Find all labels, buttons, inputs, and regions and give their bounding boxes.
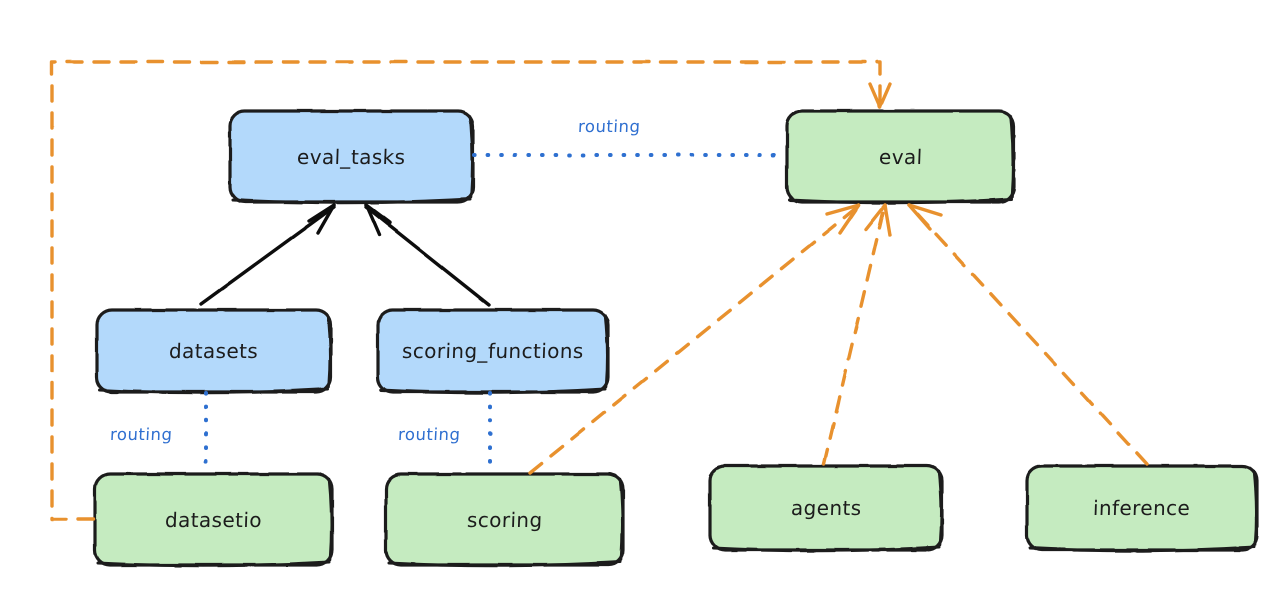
node-label: scoring_functions — [401, 339, 585, 363]
node-label: agents — [790, 496, 862, 520]
node-eval[interactable]: eval — [787, 111, 1014, 202]
edge-datasets-eval-tasks — [199, 203, 336, 306]
node-inference[interactable]: inference — [1027, 466, 1257, 550]
edge-agents-eval — [822, 203, 892, 466]
node-eval-tasks[interactable]: eval_tasks — [230, 111, 473, 202]
node-label: eval_tasks — [296, 144, 407, 169]
edge-scoring-functions-eval-tasks — [364, 203, 491, 307]
node-label: scoring — [466, 507, 543, 532]
edge-label-scoring-routing: routing — [397, 425, 461, 444]
edge-label-eval-routing: routing — [577, 117, 641, 136]
node-datasetio[interactable]: datasetio — [95, 474, 332, 565]
node-agents[interactable]: agents — [710, 466, 942, 550]
node-datasets[interactable]: datasets — [97, 310, 331, 392]
node-label: datasets — [168, 339, 260, 363]
node-scoring[interactable]: scoring — [386, 474, 623, 565]
node-label: eval — [878, 144, 923, 169]
node-scoring-functions[interactable]: scoring_functions — [378, 310, 608, 392]
edge-inference-eval — [907, 203, 1149, 466]
node-label: inference — [1092, 496, 1192, 520]
edge-label-datasetio-routing: routing — [109, 425, 173, 444]
node-label: datasetio — [164, 507, 263, 532]
